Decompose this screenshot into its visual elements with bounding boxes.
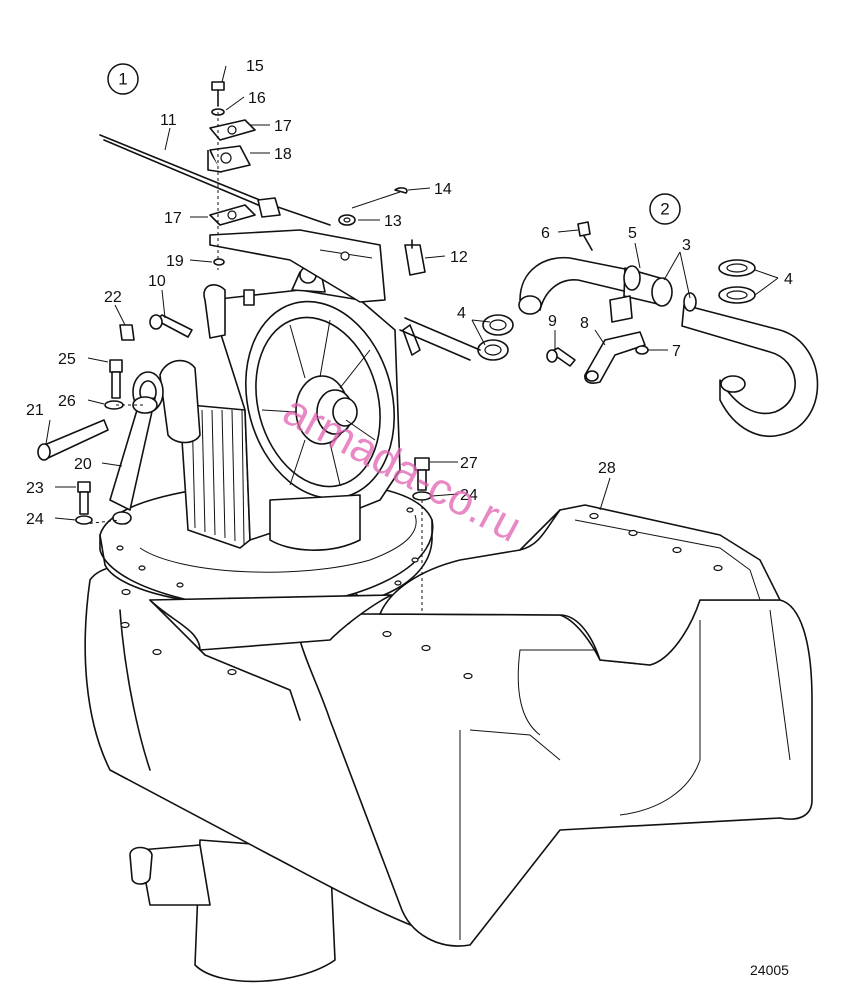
group-marker-2: 2: [649, 193, 681, 225]
callout-25: 25: [58, 351, 76, 368]
callout-12: 12: [450, 249, 468, 266]
callout-10: 10: [148, 273, 166, 290]
callout-8: 8: [580, 315, 589, 332]
callout-9: 9: [548, 313, 557, 330]
figure-number: 24005: [750, 962, 789, 978]
callout-11: 11: [160, 112, 177, 129]
callout-21: 21: [26, 402, 44, 419]
group-marker-1: 1: [107, 63, 139, 95]
callout-16: 16: [248, 90, 266, 107]
callout-22: 22: [104, 289, 122, 306]
callout-17-lower: 17: [164, 210, 182, 227]
callout-24-right: 24: [460, 487, 478, 504]
callout-20: 20: [74, 456, 92, 473]
callout-24-left: 24: [26, 511, 44, 528]
callout-17-upper: 17: [274, 118, 292, 135]
cooling-hoses: [399, 221, 819, 437]
callout-15: 15: [246, 58, 264, 75]
engine-block: [132, 266, 401, 551]
engine-cover-housing: [84, 504, 813, 983]
callout-6: 6: [541, 225, 550, 242]
callout-13: 13: [384, 213, 402, 230]
callout-labels: 15 16 17 18 11 14 17 13 19 12 10 22 25 2…: [26, 58, 793, 528]
fasteners-left: [37, 314, 432, 615]
callout-3: 3: [682, 237, 691, 254]
callout-7: 7: [672, 343, 681, 360]
callout-23: 23: [26, 480, 44, 497]
callout-18: 18: [274, 146, 292, 163]
group-marker-2-label: 2: [660, 200, 669, 219]
leader-lines: [45, 65, 779, 521]
group-marker-1-label: 1: [118, 70, 127, 89]
throttle-linkage: [99, 81, 426, 303]
flywheel-cover: [244, 300, 396, 500]
callout-28: 28: [598, 460, 616, 477]
callout-27: 27: [460, 455, 478, 472]
callout-4-right: 4: [784, 271, 793, 288]
callout-19: 19: [166, 253, 184, 270]
callout-26: 26: [58, 393, 76, 410]
callout-14: 14: [434, 181, 452, 198]
callout-5: 5: [628, 225, 637, 242]
callout-4-left: 4: [457, 305, 466, 322]
